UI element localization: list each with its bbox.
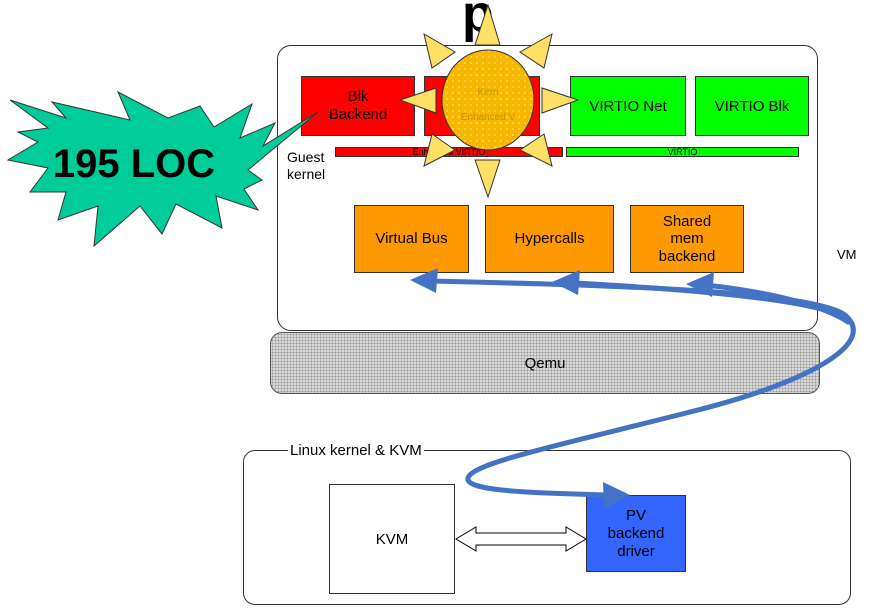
sun-core — [441, 49, 535, 151]
host-label: Linux kernel & KVM — [288, 442, 424, 459]
vm-label: VM — [837, 247, 857, 262]
arrowhead-hypercalls — [552, 270, 580, 295]
blk-backend-box: Blk Backend — [301, 76, 415, 136]
virtio-blk-box: VIRTIO Blk — [695, 76, 809, 136]
hypercalls-box: Hypercalls — [485, 205, 614, 273]
arrow-heads — [410, 268, 714, 509]
guest-kernel-label: Guest kernel — [287, 149, 326, 182]
pv-backend-driver-box: PV backend driver — [586, 495, 686, 572]
flow-arrow-shared-mem — [702, 282, 851, 325]
sun-burst — [398, 3, 580, 199]
arrowhead-virtual-bus — [410, 268, 438, 293]
virtio-bar: VIRTIO — [566, 147, 799, 157]
arrowhead-pv-driver — [603, 482, 630, 509]
virtio-net-box: VIRTIO Net — [570, 76, 686, 136]
shared-mem-backend-box: Shared mem backend — [630, 205, 744, 273]
qemu-box: Qemu — [270, 332, 820, 394]
loc-burst — [6, 90, 319, 248]
hypercall-flow-arrows — [427, 278, 856, 498]
sun-text-top: Kern — [477, 87, 498, 98]
loc-text: 195 LOC — [53, 142, 215, 186]
double-arrow — [455, 526, 587, 552]
sun-text-bottom: Enhanced V — [461, 112, 516, 123]
virtual-bus-box: Virtual Bus — [354, 205, 469, 273]
flow-arrow-virtual-bus — [427, 278, 856, 498]
kvm-box: KVM — [329, 484, 455, 594]
host-container — [243, 450, 851, 605]
arrowhead-shared-mem — [686, 272, 714, 297]
